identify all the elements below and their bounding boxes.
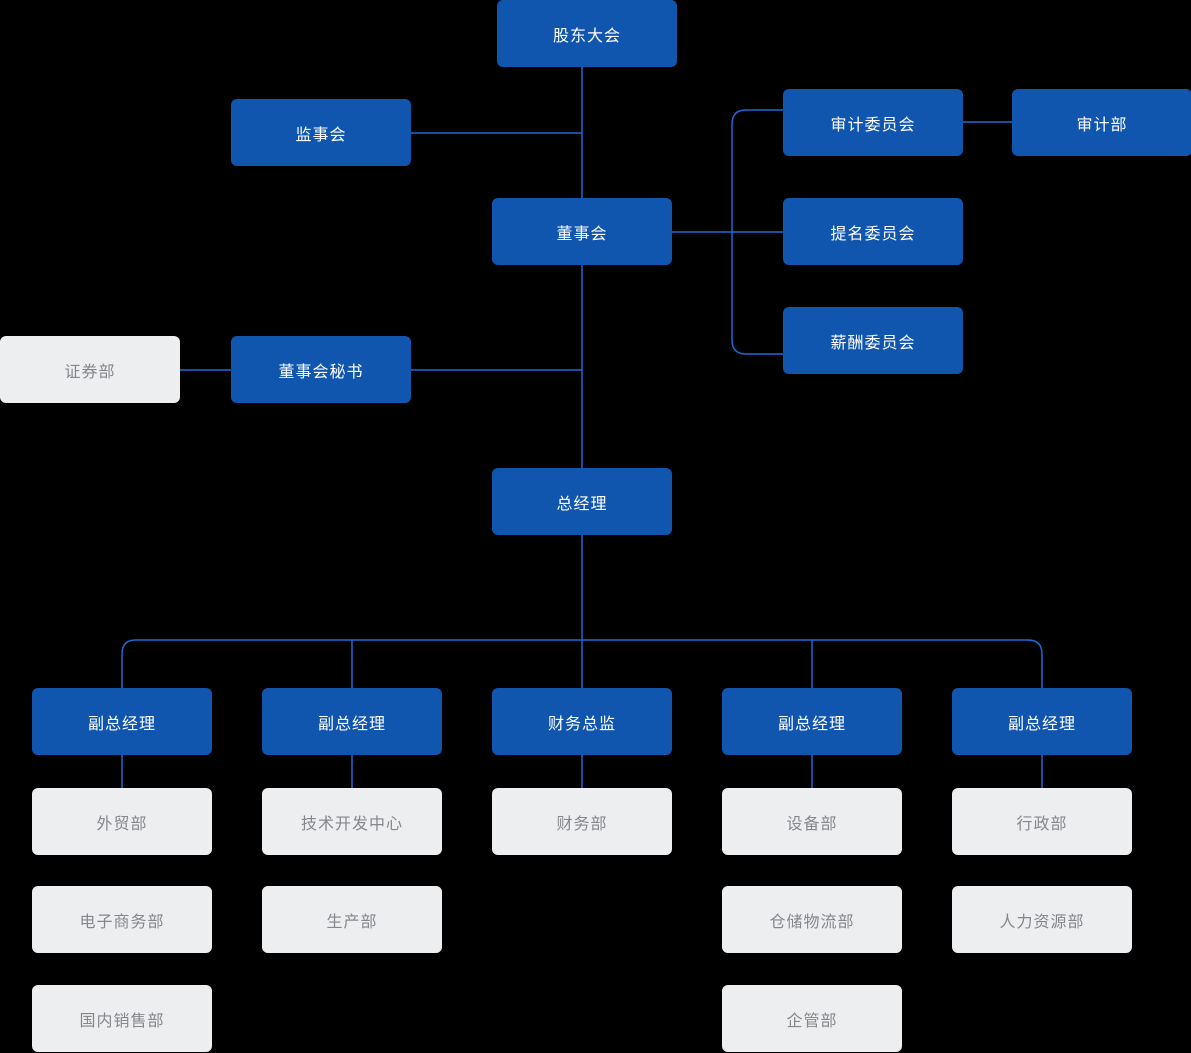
node-compensation-committee: 薪酬委员会: [783, 307, 963, 374]
node-label: 审计委员会: [830, 116, 916, 134]
node-label: 设备部: [786, 815, 838, 833]
node-label: 人力资源部: [999, 913, 1085, 931]
connector-committee-bracket: [731, 109, 783, 355]
connector-gm-branch: [121, 639, 1043, 688]
node-production-department: 生产部: [262, 886, 442, 953]
node-label: 外贸部: [96, 815, 148, 833]
node-label: 生产部: [326, 913, 378, 931]
node-audit-department: 审计部: [1012, 89, 1191, 156]
node-deputy-gm-1: 副总经理: [32, 688, 212, 755]
node-deputy-gm-2: 副总经理: [262, 688, 442, 755]
node-label: 总经理: [556, 495, 608, 513]
node-label: 副总经理: [87, 715, 156, 733]
node-board-of-directors: 董事会: [492, 198, 672, 265]
node-domestic-sales-department: 国内销售部: [32, 985, 212, 1052]
node-shareholders-meeting: 股东大会: [497, 0, 677, 67]
node-label: 企管部: [786, 1012, 838, 1030]
node-equipment-department: 设备部: [722, 788, 902, 855]
node-enterprise-management-department: 企管部: [722, 985, 902, 1052]
node-label: 国内销售部: [79, 1012, 165, 1030]
node-deputy-gm-4: 副总经理: [952, 688, 1132, 755]
node-label: 薪酬委员会: [830, 334, 916, 352]
node-deputy-gm-3: 副总经理: [722, 688, 902, 755]
node-label: 董事会: [556, 225, 608, 243]
node-label: 证券部: [64, 363, 116, 381]
node-label: 财务部: [556, 815, 608, 833]
node-finance-director: 财务总监: [492, 688, 672, 755]
node-label: 仓储物流部: [769, 913, 855, 931]
node-label: 副总经理: [1007, 715, 1076, 733]
node-board-secretary: 董事会秘书: [231, 336, 411, 403]
node-foreign-trade-department: 外贸部: [32, 788, 212, 855]
node-label: 副总经理: [777, 715, 846, 733]
node-label: 提名委员会: [830, 225, 916, 243]
node-warehouse-logistics-department: 仓储物流部: [722, 886, 902, 953]
node-label: 监事会: [295, 126, 347, 144]
node-general-manager: 总经理: [492, 468, 672, 535]
node-finance-department: 财务部: [492, 788, 672, 855]
node-nomination-committee: 提名委员会: [783, 198, 963, 265]
node-securities-department: 证券部: [0, 336, 180, 403]
node-label: 财务总监: [547, 715, 616, 733]
node-supervisory-board: 监事会: [231, 99, 411, 166]
node-audit-committee: 审计委员会: [783, 89, 963, 156]
node-label: 董事会秘书: [278, 363, 364, 381]
node-label: 电子商务部: [79, 913, 165, 931]
node-tech-development-center: 技术开发中心: [262, 788, 442, 855]
node-label: 股东大会: [552, 27, 621, 45]
node-ecommerce-department: 电子商务部: [32, 886, 212, 953]
node-label: 审计部: [1076, 116, 1128, 134]
node-label: 副总经理: [317, 715, 386, 733]
node-hr-department: 人力资源部: [952, 886, 1132, 953]
node-label: 技术开发中心: [300, 815, 403, 833]
node-label: 行政部: [1016, 815, 1068, 833]
node-administration-department: 行政部: [952, 788, 1132, 855]
